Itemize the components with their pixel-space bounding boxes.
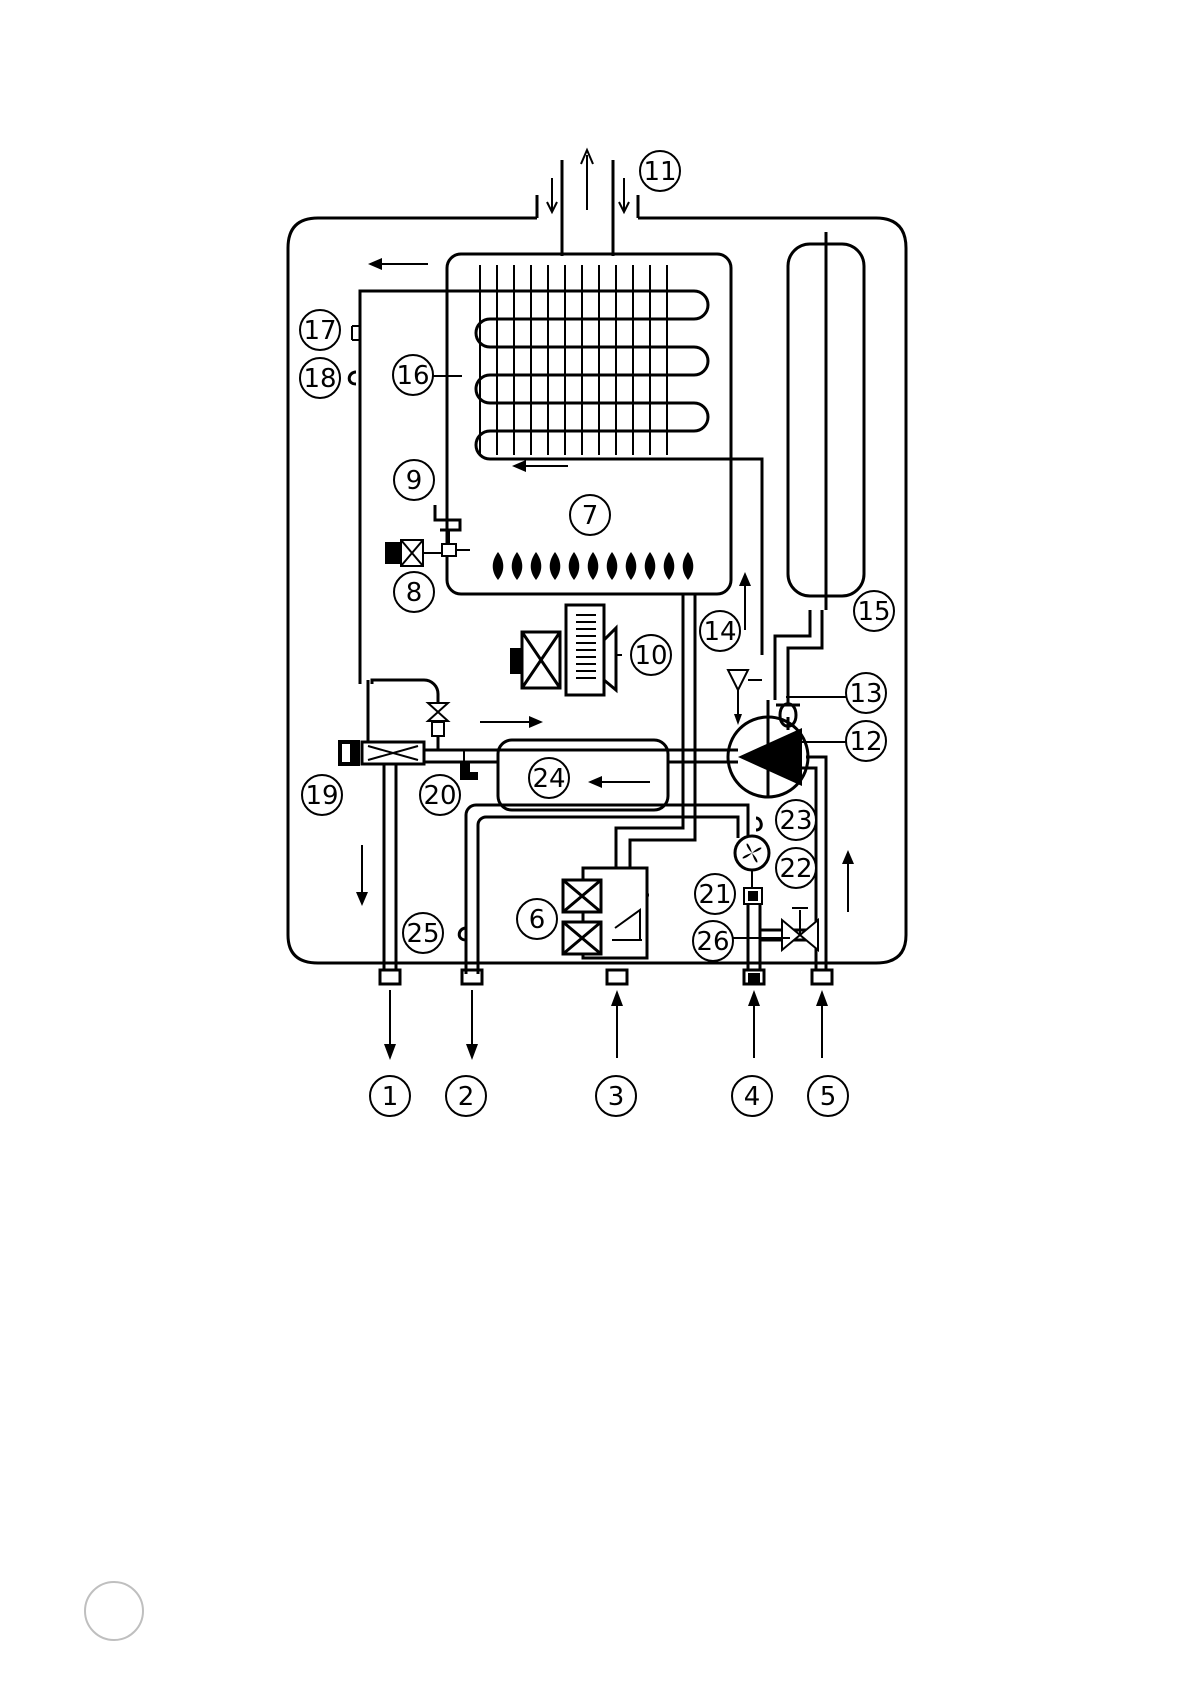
- svg-text:3: 3: [608, 1082, 625, 1112]
- connection-arrows: [384, 990, 828, 1060]
- svg-text:18: 18: [303, 364, 336, 394]
- callout-6: 6: [516, 898, 558, 940]
- expansion-vessel: [773, 232, 866, 700]
- callout-7: 7: [569, 494, 611, 536]
- callout-21: 21: [694, 873, 736, 915]
- safety-valve: [726, 669, 762, 725]
- gas-valve: [561, 866, 649, 960]
- callout-19: 19: [301, 774, 343, 816]
- filling-valve: [781, 907, 819, 953]
- callout-25: 25: [402, 912, 444, 954]
- heat-exchanger-fins: [479, 265, 668, 455]
- svg-text:8: 8: [406, 578, 423, 608]
- callout-15: 15: [853, 590, 895, 632]
- svg-text:15: 15: [857, 597, 890, 627]
- callout-23: 23: [775, 799, 817, 841]
- callout-12: 12: [845, 720, 887, 762]
- svg-text:26: 26: [696, 927, 729, 957]
- svg-text:14: 14: [703, 617, 736, 647]
- callout-5: 5: [807, 1075, 849, 1117]
- svg-text:6: 6: [529, 905, 546, 935]
- ignition-transformer: [385, 539, 442, 567]
- callout-4: 4: [731, 1075, 773, 1117]
- ignition-electrode: [433, 505, 470, 557]
- plate-heat-exchanger: [496, 738, 670, 812]
- callout-24: 24: [528, 757, 570, 799]
- callout-10: 10: [630, 634, 672, 676]
- burner-flames: [492, 552, 694, 580]
- svg-text:12: 12: [849, 727, 882, 757]
- svg-text:13: 13: [849, 679, 882, 709]
- temperature-probe-dhw: [755, 816, 763, 832]
- water-filter: [743, 870, 763, 905]
- fan-motor: [510, 603, 618, 697]
- svg-text:5: 5: [820, 1082, 837, 1112]
- combustion-chamber: [445, 252, 733, 596]
- svg-text:7: 7: [582, 501, 599, 531]
- callout-20: 20: [419, 774, 461, 816]
- svg-text:23: 23: [779, 806, 812, 836]
- callout-16: 16: [392, 354, 434, 396]
- callout-11: 11: [639, 150, 681, 192]
- callout-17: 17: [299, 309, 341, 351]
- callout-2: 2: [445, 1075, 487, 1117]
- connection-stubs: [378, 968, 834, 986]
- svg-text:4: 4: [744, 1082, 761, 1112]
- svg-text:25: 25: [406, 919, 439, 949]
- svg-text:22: 22: [779, 854, 812, 884]
- svg-text:16: 16: [396, 361, 429, 391]
- callout-18: 18: [299, 357, 341, 399]
- callout-3: 3: [595, 1075, 637, 1117]
- svg-text:1: 1: [382, 1082, 399, 1112]
- svg-text:2: 2: [458, 1082, 475, 1112]
- callout-14: 14: [699, 610, 741, 652]
- callout-9: 9: [393, 459, 435, 501]
- flow-sensor: [733, 834, 771, 872]
- diverter-valve: [338, 740, 426, 766]
- flue-duct: [535, 147, 640, 256]
- callout-13: 13: [845, 672, 887, 714]
- pressure-sensor: [460, 750, 478, 780]
- temperature-probe-heating: [347, 325, 467, 942]
- callout-8: 8: [393, 571, 435, 613]
- callout-26: 26: [692, 920, 734, 962]
- callout-22: 22: [775, 847, 817, 889]
- svg-text:17: 17: [303, 316, 336, 346]
- svg-text:10: 10: [634, 641, 667, 671]
- svg-text:9: 9: [406, 466, 423, 496]
- svg-text:21: 21: [698, 880, 731, 910]
- bypass-valve: [425, 702, 451, 737]
- svg-text:24: 24: [532, 764, 565, 794]
- callout-1: 1: [369, 1075, 411, 1117]
- page-number-marker: [84, 1581, 144, 1641]
- svg-text:11: 11: [643, 157, 676, 187]
- boiler-casing: [286, 216, 908, 965]
- svg-text:19: 19: [305, 781, 338, 811]
- flow-arrows: [356, 258, 854, 912]
- svg-text:20: 20: [423, 781, 456, 811]
- heat-exchanger-coil: [358, 289, 764, 684]
- automatic-air-vent: [776, 698, 800, 730]
